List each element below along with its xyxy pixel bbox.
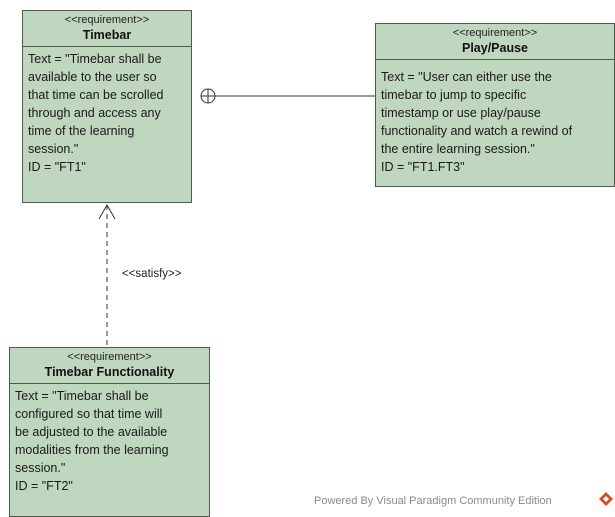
text-line: time of the learning <box>28 124 135 138</box>
requirement-name: Timebar <box>82 28 132 42</box>
text-line: timebar to jump to specific <box>381 88 527 102</box>
text-line: the entire learning session." <box>381 142 535 156</box>
text-line: session." <box>28 142 79 156</box>
text-line: session." <box>15 461 66 475</box>
requirement-header: <<requirement>> Play/Pause <box>376 24 614 60</box>
id-line: ID = "FT1.FT3" <box>381 160 465 174</box>
requirement-timebar[interactable]: <<requirement>> Timebar Text = "Timebar … <box>22 10 192 203</box>
open-arrowhead-icon <box>98 203 116 220</box>
requirement-header: <<requirement>> Timebar Functionality <box>10 348 209 384</box>
stereotype-label: <<requirement>> <box>67 351 152 363</box>
requirement-play-pause[interactable]: <<requirement>> Play/Pause Text = "User … <box>375 23 615 187</box>
text-line: available to the user so <box>28 70 157 84</box>
requirement-timebar-functionality[interactable]: <<requirement>> Timebar Functionality Te… <box>9 347 210 517</box>
requirement-header: <<requirement>> Timebar <box>23 11 191 47</box>
id-line: ID = "FT1" <box>28 160 86 174</box>
stereotype-label: <<requirement>> <box>452 27 538 39</box>
id-line: ID = "FT2" <box>15 479 73 493</box>
text-line: Text = "User can either use the <box>381 70 552 84</box>
requirement-name: Timebar Functionality <box>44 365 175 379</box>
text-line: functionality and watch a rewind of <box>381 124 573 138</box>
requirement-name: Play/Pause <box>461 41 528 55</box>
text-line: Text = "Timebar shall be <box>15 389 149 403</box>
text-line: timestamp or use play/pause <box>381 106 541 120</box>
containment-connector[interactable] <box>200 88 375 104</box>
requirement-body: Text = "Timebar shall be configured so t… <box>10 384 209 495</box>
watermark-text: Powered By Visual Paradigm Community Edi… <box>314 495 552 507</box>
requirement-body: Text = "Timebar shall be available to th… <box>23 47 191 176</box>
requirement-body: Text = "User can either use the timebar … <box>376 60 614 176</box>
text-line: Text = "Timebar shall be <box>28 52 162 66</box>
text-line: be adjusted to the available <box>15 425 168 439</box>
stereotype-label: <<requirement>> <box>64 14 150 26</box>
text-line: that time can be scrolled <box>28 88 164 102</box>
text-line: configured so that time will <box>15 407 163 421</box>
text-line: through and access any <box>28 106 161 120</box>
visual-paradigm-logo-icon <box>599 492 613 506</box>
satisfy-connector[interactable] <box>98 203 116 347</box>
text-line: modalities from the learning <box>15 443 169 457</box>
satisfy-label: <<satisfy>> <box>122 268 182 280</box>
